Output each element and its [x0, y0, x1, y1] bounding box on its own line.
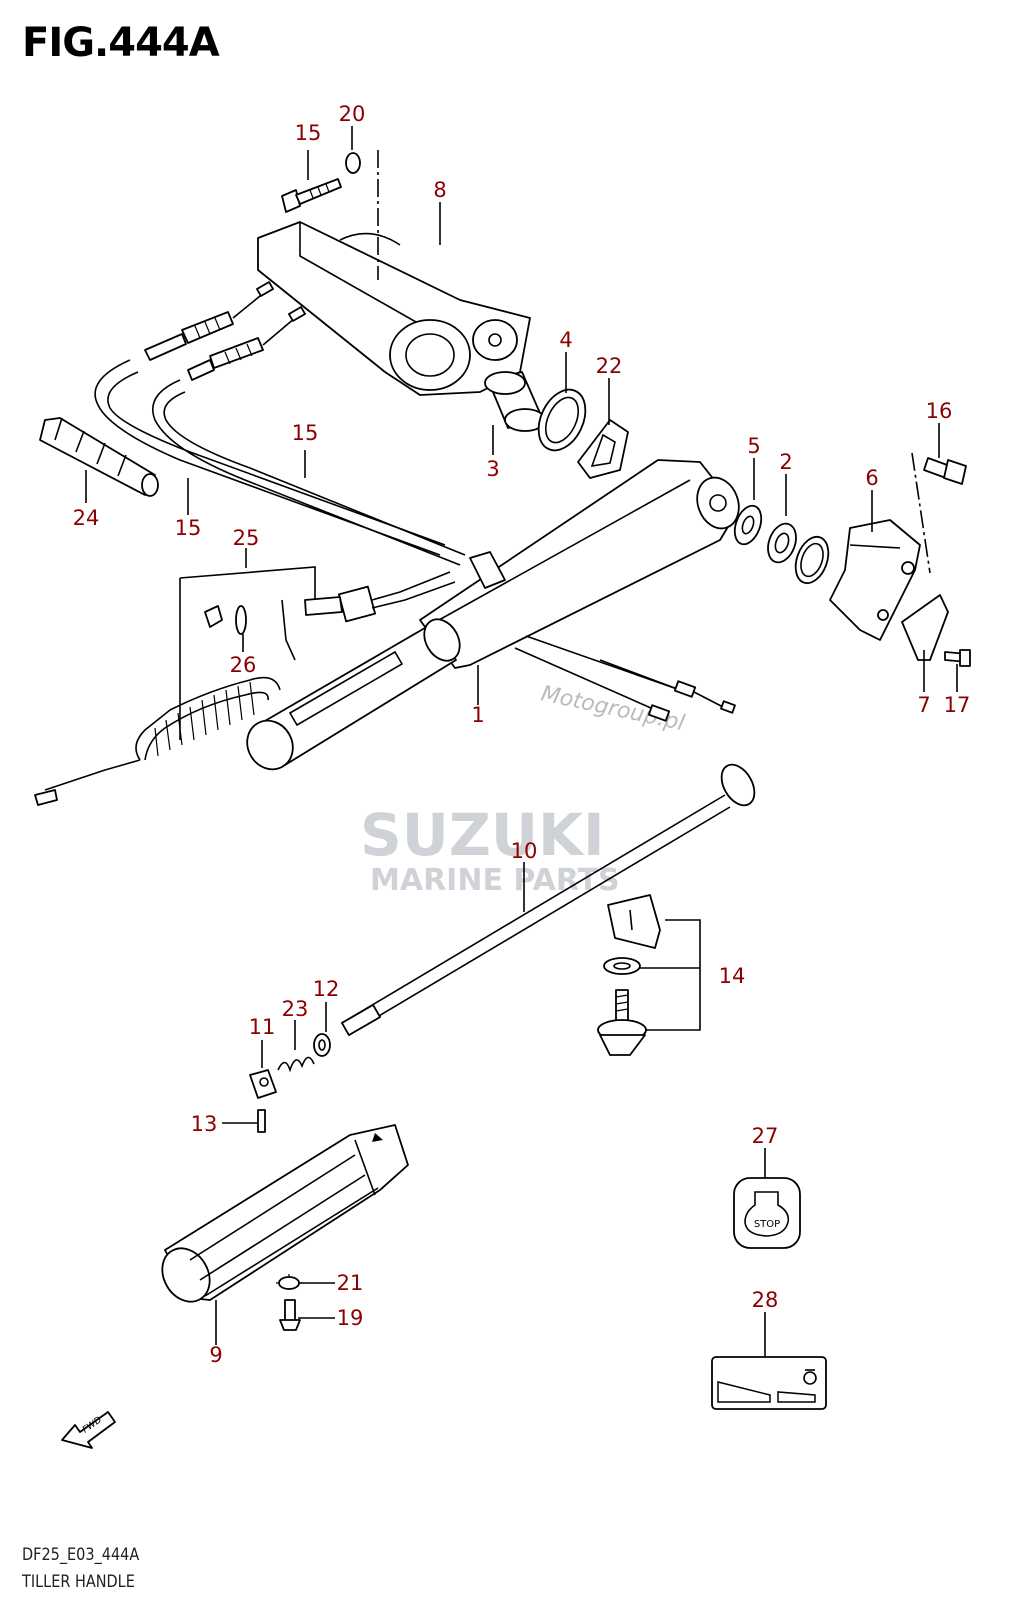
figure-code: DF25_E03_444A — [22, 1545, 140, 1565]
part-pin-13 — [257, 1109, 266, 1133]
part-fitting-11 — [249, 1069, 277, 1099]
part-stopper-14 — [597, 894, 701, 1056]
part-friction-6 — [829, 519, 921, 641]
callout-11: 11 — [249, 1015, 276, 1039]
stop-text: STOP — [754, 1219, 780, 1230]
callout-1: 1 — [471, 703, 484, 727]
callout-15a: 15 — [292, 421, 319, 445]
part-bracket-8 — [257, 150, 531, 396]
callout-22: 22 — [596, 354, 623, 378]
part-decal-28 — [711, 1356, 827, 1410]
watermark-sub: MARINE PARTS — [370, 863, 620, 898]
part-stop-label-27: STOP — [733, 1177, 801, 1249]
part-screw-18 — [944, 649, 971, 667]
callout-20: 20 — [339, 102, 366, 126]
callout-17: 16 — [926, 399, 953, 423]
part-stop-switch-25 — [34, 566, 456, 806]
callout-16: 15 — [295, 121, 322, 145]
leader-lines — [85, 126, 958, 1357]
part-grip-24 — [39, 417, 159, 497]
part-throttle-grip-9 — [161, 1124, 409, 1303]
figure-title: FIG.444A — [22, 20, 220, 66]
callout-6: 6 — [865, 466, 878, 490]
part-washer-12 — [313, 1033, 331, 1057]
part-plate-22 — [577, 419, 629, 479]
callout-9: 9 — [209, 1343, 222, 1367]
callout-10: 10 — [511, 839, 538, 863]
callout-28: 28 — [752, 1288, 779, 1312]
part-spring-23 — [277, 1056, 315, 1073]
part-washer-21 — [276, 1274, 302, 1290]
watermark-brand: SUZUKI — [360, 801, 605, 869]
part-bolt-16 — [281, 178, 342, 213]
callout-14: 14 — [719, 964, 746, 988]
part-bushing-3 — [484, 371, 546, 432]
part-rod-10 — [341, 763, 756, 1036]
part-screw-19 — [279, 1299, 301, 1331]
callout-24: 24 — [73, 506, 100, 530]
part-washer-20 — [345, 152, 361, 174]
callout-2: 2 — [779, 450, 792, 474]
callout-23: 23 — [282, 997, 309, 1021]
part-bushing-2 — [767, 522, 830, 585]
callout-18: 17 — [944, 693, 971, 717]
callout-19: 19 — [337, 1306, 364, 1330]
callout-13: 13 — [191, 1112, 218, 1136]
callout-27: 27 — [752, 1124, 779, 1148]
callout-26: 26 — [230, 653, 257, 677]
part-screw-17 — [911, 452, 967, 574]
callout-3: 3 — [486, 457, 499, 481]
callout-15b: 15 — [175, 516, 202, 540]
fwd-arrow-icon: FWD — [61, 1411, 116, 1449]
callout-21: 21 — [337, 1271, 364, 1295]
callout-labels: 15 20 8 4 22 3 5 2 6 16 7 17 15 15 24 25… — [73, 102, 971, 1367]
callout-12: 12 — [313, 977, 340, 1001]
part-ring-4 — [537, 388, 587, 452]
figure-name: TILLER HANDLE — [22, 1572, 135, 1592]
callout-25: 25 — [233, 526, 260, 550]
callout-4: 4 — [559, 328, 572, 352]
callout-8: 8 — [433, 178, 446, 202]
part-knob-7 — [901, 594, 949, 661]
part-tiller-arm-1 — [246, 459, 740, 771]
callout-5: 5 — [747, 434, 760, 458]
callout-7: 7 — [917, 693, 930, 717]
part-cables-15 — [94, 281, 736, 722]
part-washer-5 — [733, 504, 763, 546]
